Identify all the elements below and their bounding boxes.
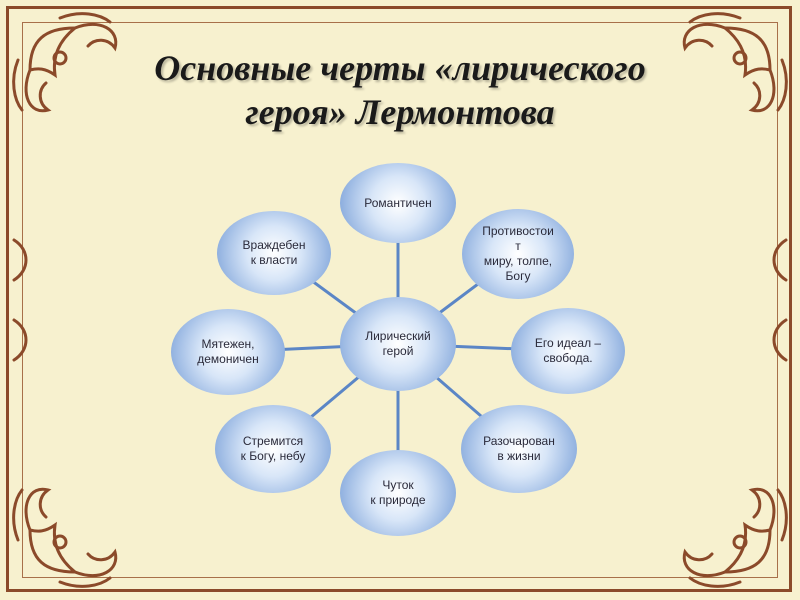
node-romantic: Романтичен: [340, 163, 456, 243]
outer-frame-border: [6, 6, 792, 592]
center-node: Лирический герой: [340, 297, 456, 391]
node-nature-sensitive: Чуток к природе: [340, 450, 456, 536]
node-label-nature-sensitive: Чуток к природе: [370, 478, 426, 507]
slide-title: Основные черты «лирического героя» Лермо…: [60, 46, 740, 134]
node-label-freedom-ideal: Его идеал – свобода.: [534, 336, 602, 365]
title-line-1: Основные черты «лирического: [154, 48, 646, 88]
node-label-opposes-world: Противостои т миру, толпе, Богу: [482, 224, 554, 283]
node-label-romantic: Романтичен: [364, 195, 432, 210]
node-label-hostile-power: Враждебен к власти: [242, 238, 306, 267]
center-node-label: Лирический герой: [365, 329, 431, 358]
node-opposes-world: Противостои т миру, толпе, Богу: [462, 209, 574, 299]
inner-frame-border: [22, 22, 778, 578]
node-label-disillusioned: Разочарован в жизни: [483, 434, 555, 463]
node-freedom-ideal: Его идеал – свобода.: [511, 308, 625, 394]
node-rebellious: Мятежен, демоничен: [171, 309, 285, 395]
node-label-seeks-god: Стремится к Богу, небу: [240, 434, 306, 463]
title-line-2: героя» Лермонтова: [245, 92, 555, 132]
node-disillusioned: Разочарован в жизни: [461, 405, 577, 493]
node-seeks-god: Стремится к Богу, небу: [215, 405, 331, 493]
node-hostile-power: Враждебен к власти: [217, 211, 331, 295]
node-label-rebellious: Мятежен, демоничен: [197, 337, 259, 366]
